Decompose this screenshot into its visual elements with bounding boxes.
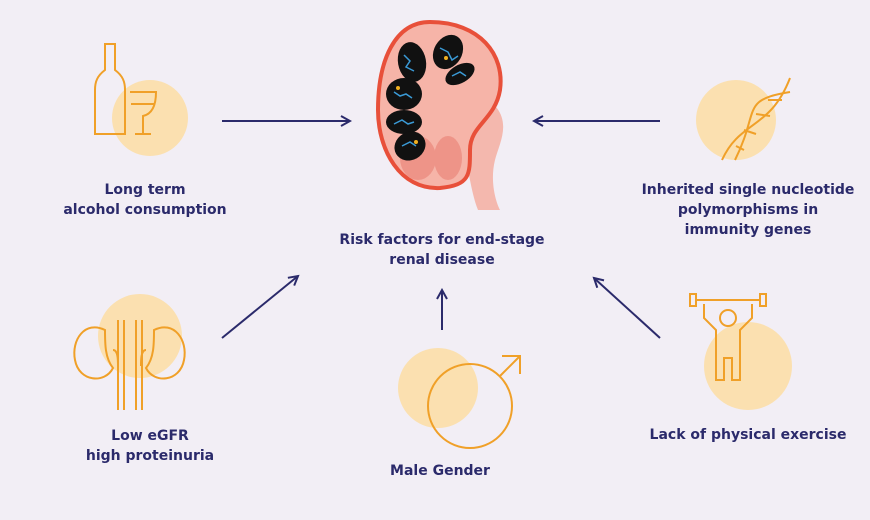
factor-line: polymorphisms in bbox=[677, 202, 819, 218]
factor-line: immunity genes bbox=[684, 222, 812, 238]
factor-gender-label: Male Gender bbox=[390, 461, 490, 481]
arrow-egfr bbox=[221, 276, 298, 339]
factor-line: alcohol consumption bbox=[63, 202, 227, 218]
factor-line: Male Gender bbox=[390, 463, 490, 479]
arrow-exercise bbox=[594, 278, 661, 339]
center-title: Risk factors for end-stage renal disease bbox=[339, 230, 544, 270]
factor-line: Inherited single nucleotide bbox=[641, 182, 855, 198]
kidneys-icon bbox=[73, 294, 186, 410]
factor-line: Lack of physical exercise bbox=[649, 427, 847, 443]
factor-egfr-label: Low eGFR high proteinuria bbox=[86, 426, 214, 466]
center-title-line2: renal disease bbox=[389, 252, 495, 268]
factor-alcohol-label: Long term alcohol consumption bbox=[63, 180, 226, 220]
dna-icon bbox=[696, 77, 791, 161]
factor-exercise-label: Lack of physical exercise bbox=[650, 425, 847, 445]
factor-line: Long term bbox=[104, 182, 186, 198]
factor-line: Low eGFR bbox=[111, 428, 189, 444]
factor-dna-label: Inherited single nucleotide polymorphism… bbox=[642, 180, 855, 240]
exercise-icon bbox=[689, 293, 792, 410]
male-symbol-icon bbox=[398, 348, 521, 449]
kidney-illustration bbox=[375, 19, 504, 210]
factor-line: high proteinuria bbox=[85, 448, 215, 464]
wine-bottle-glass-icon bbox=[94, 43, 188, 156]
center-title-line1: Risk factors for end-stage bbox=[339, 232, 545, 248]
